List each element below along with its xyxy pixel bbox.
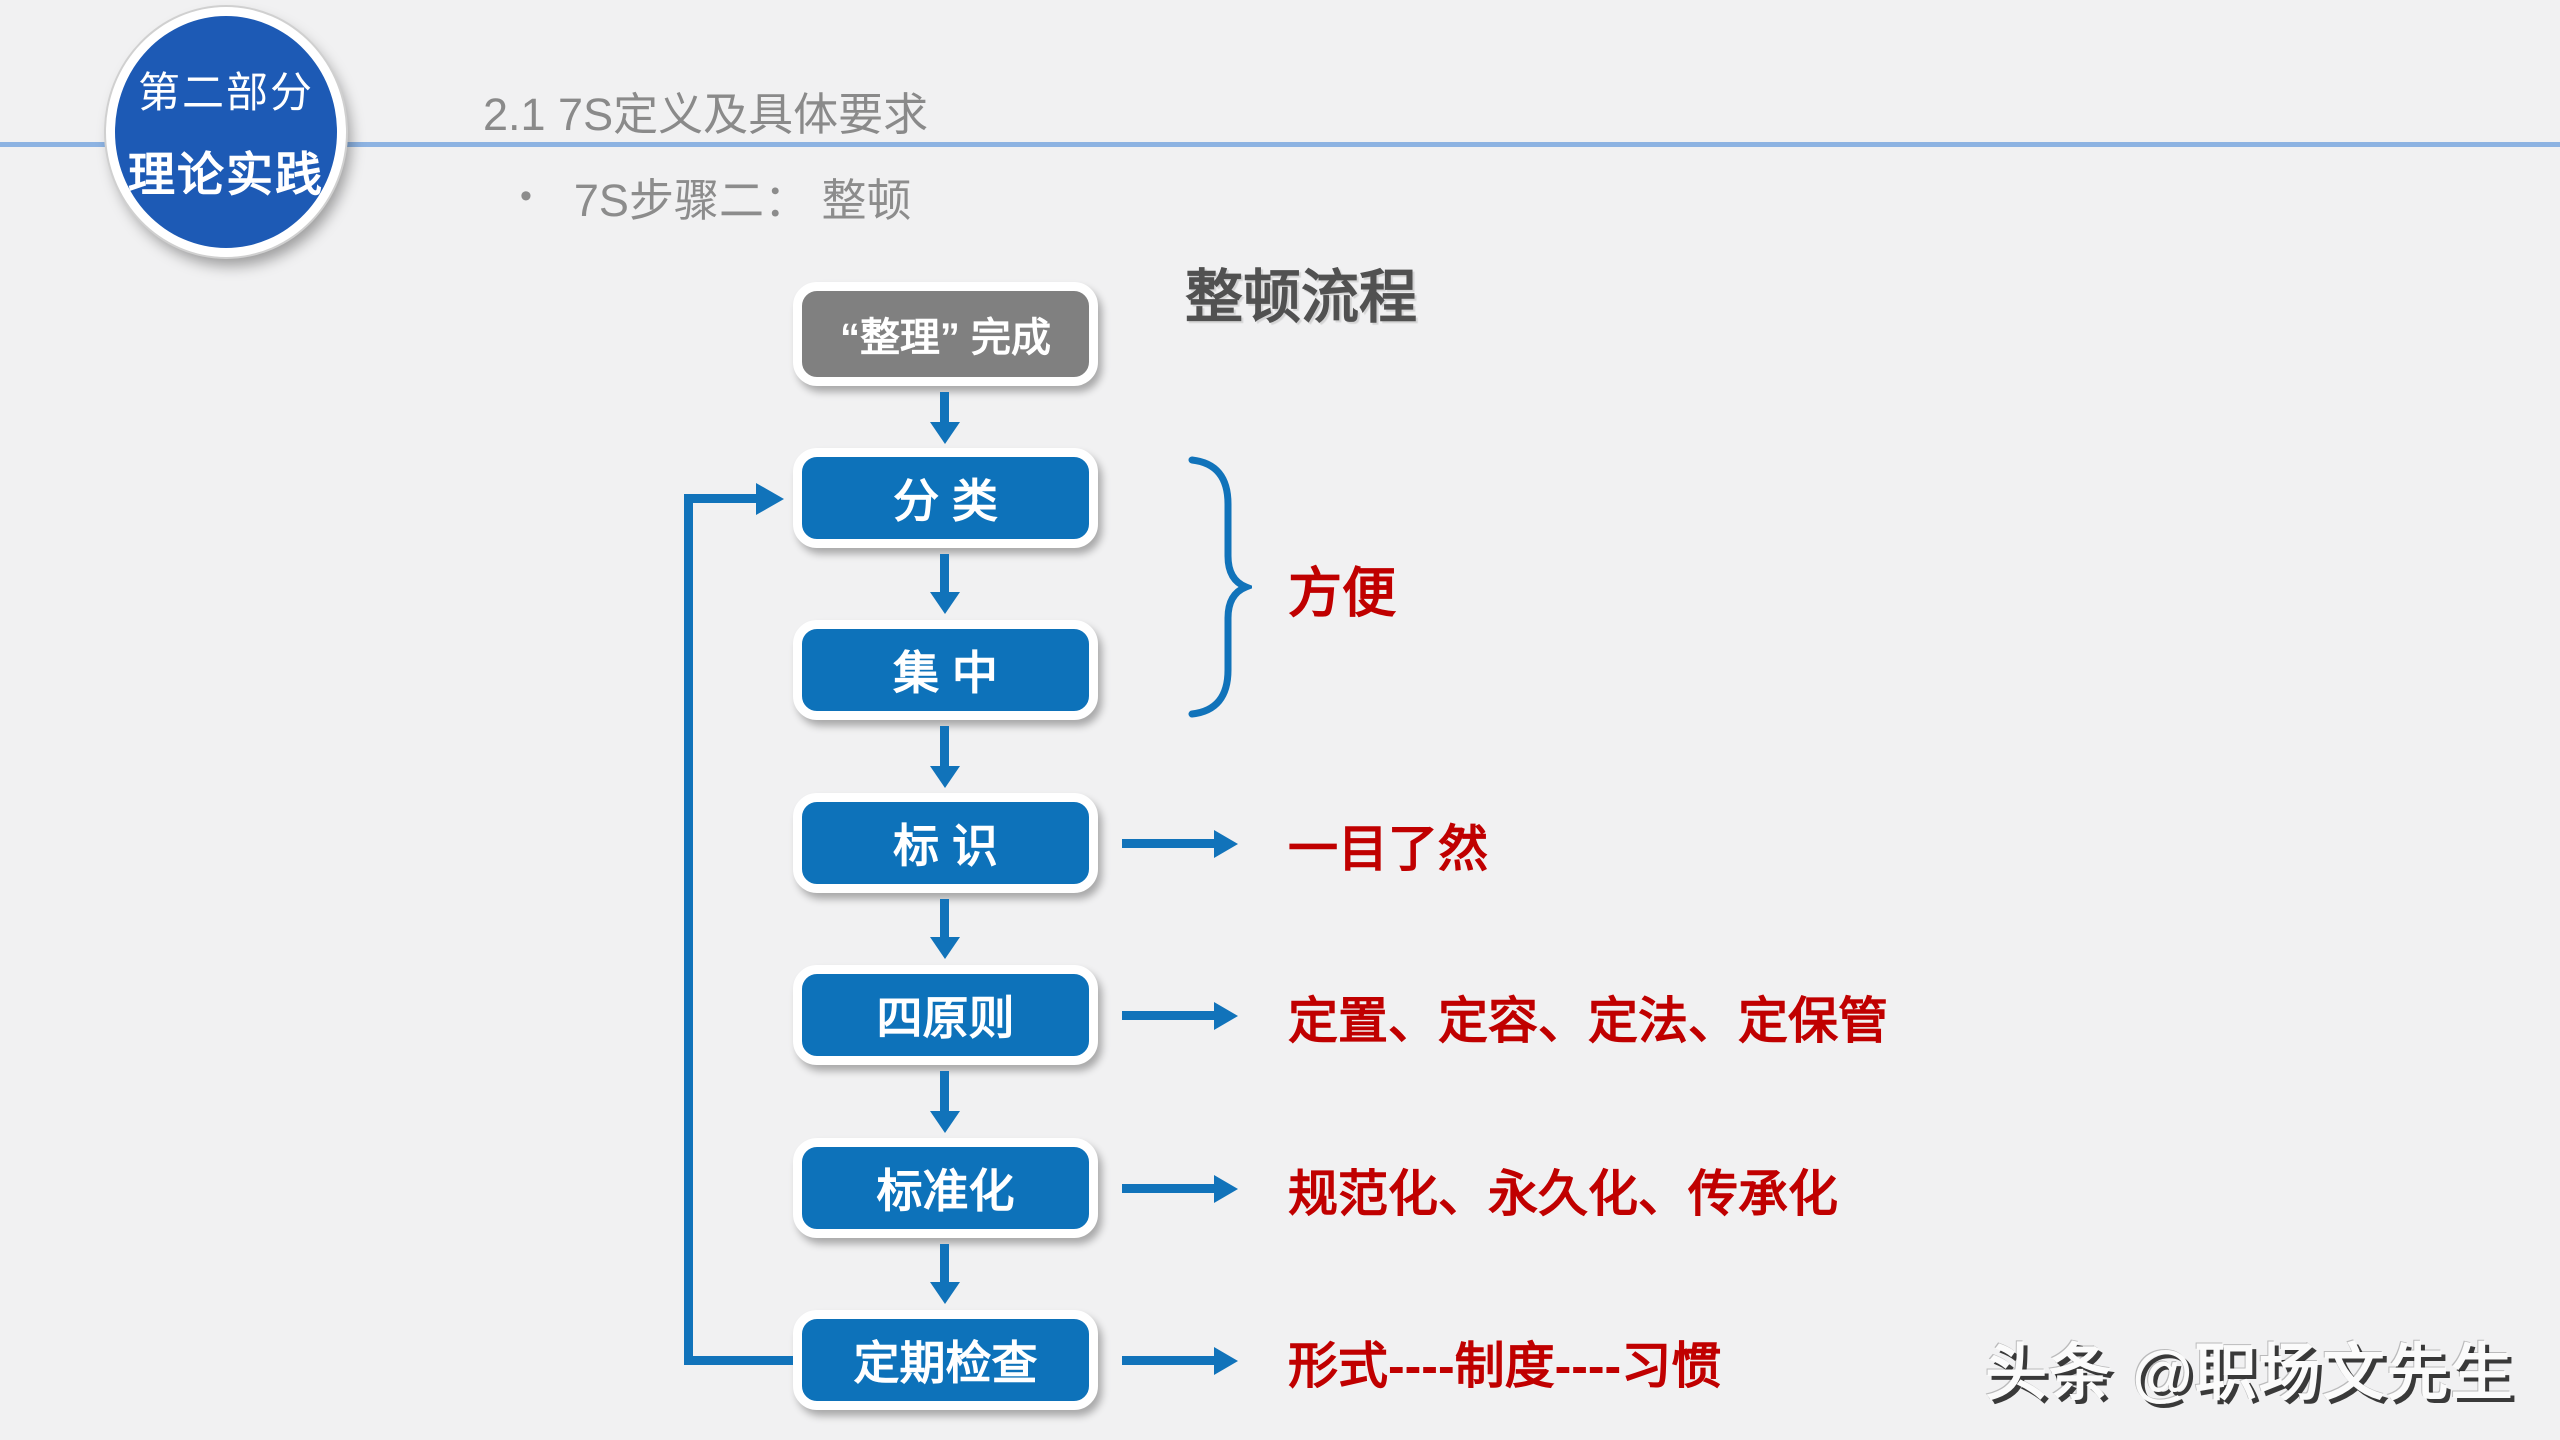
watermark-text: 头条 @职场文先生 [1985, 1339, 2515, 1408]
right-arrow-icon [1122, 1356, 1214, 1365]
flow-step-identify: 标 识 [793, 793, 1098, 893]
down-arrow-icon [940, 1071, 949, 1111]
header-divider-line [0, 142, 2560, 147]
down-arrow-icon [940, 899, 949, 937]
section-part-label: 第二部分 [137, 69, 314, 116]
feedback-loop-line [684, 1356, 793, 1365]
right-arrow-icon [1122, 1184, 1214, 1193]
annotation-at-a-glance: 一目了然 [1288, 821, 1488, 877]
flow-step-four-principles: 四原则 [793, 965, 1098, 1065]
brace-icon [1188, 456, 1252, 718]
flow-step-periodic-check: 定期检查 [793, 1310, 1098, 1410]
down-arrow-icon [940, 392, 949, 422]
section-badge: 第二部分 理论实践 [106, 7, 346, 257]
right-arrow-icon [1122, 839, 1214, 848]
flow-step-classify: 分 类 [793, 448, 1098, 548]
annotation-standardization: 规范化、永久化、传承化 [1288, 1166, 1838, 1222]
annotation-four-fixed: 定置、定容、定法、定保管 [1288, 993, 1888, 1049]
flow-step-standardize: 标准化 [793, 1138, 1098, 1238]
feedback-loop-line [684, 494, 758, 503]
annotation-convenience: 方便 [1288, 563, 1396, 624]
down-arrow-icon [940, 1244, 949, 1282]
feedback-loop-line [684, 494, 693, 1365]
subtitle-text: 7S步骤二： 整顿 [573, 175, 912, 226]
page-title: 2.1 7S定义及具体要求 [483, 89, 929, 140]
flowchart-title: 整顿流程 [1185, 265, 1418, 330]
down-arrow-icon [940, 554, 949, 592]
flow-step-concentrate: 集 中 [793, 620, 1098, 720]
right-arrow-icon [1122, 1011, 1214, 1020]
section-part-name: 理论实践 [128, 148, 324, 201]
feedback-loop-arrowhead-icon [756, 483, 784, 515]
bullet-icon: • [520, 177, 532, 215]
flow-start-node: “整理” 完成 [793, 282, 1098, 386]
subtitle-row: • 7S步骤二： 整顿 [520, 164, 911, 229]
annotation-form-system-habit: 形式----制度----习惯 [1288, 1338, 1722, 1394]
down-arrow-icon [940, 726, 949, 766]
